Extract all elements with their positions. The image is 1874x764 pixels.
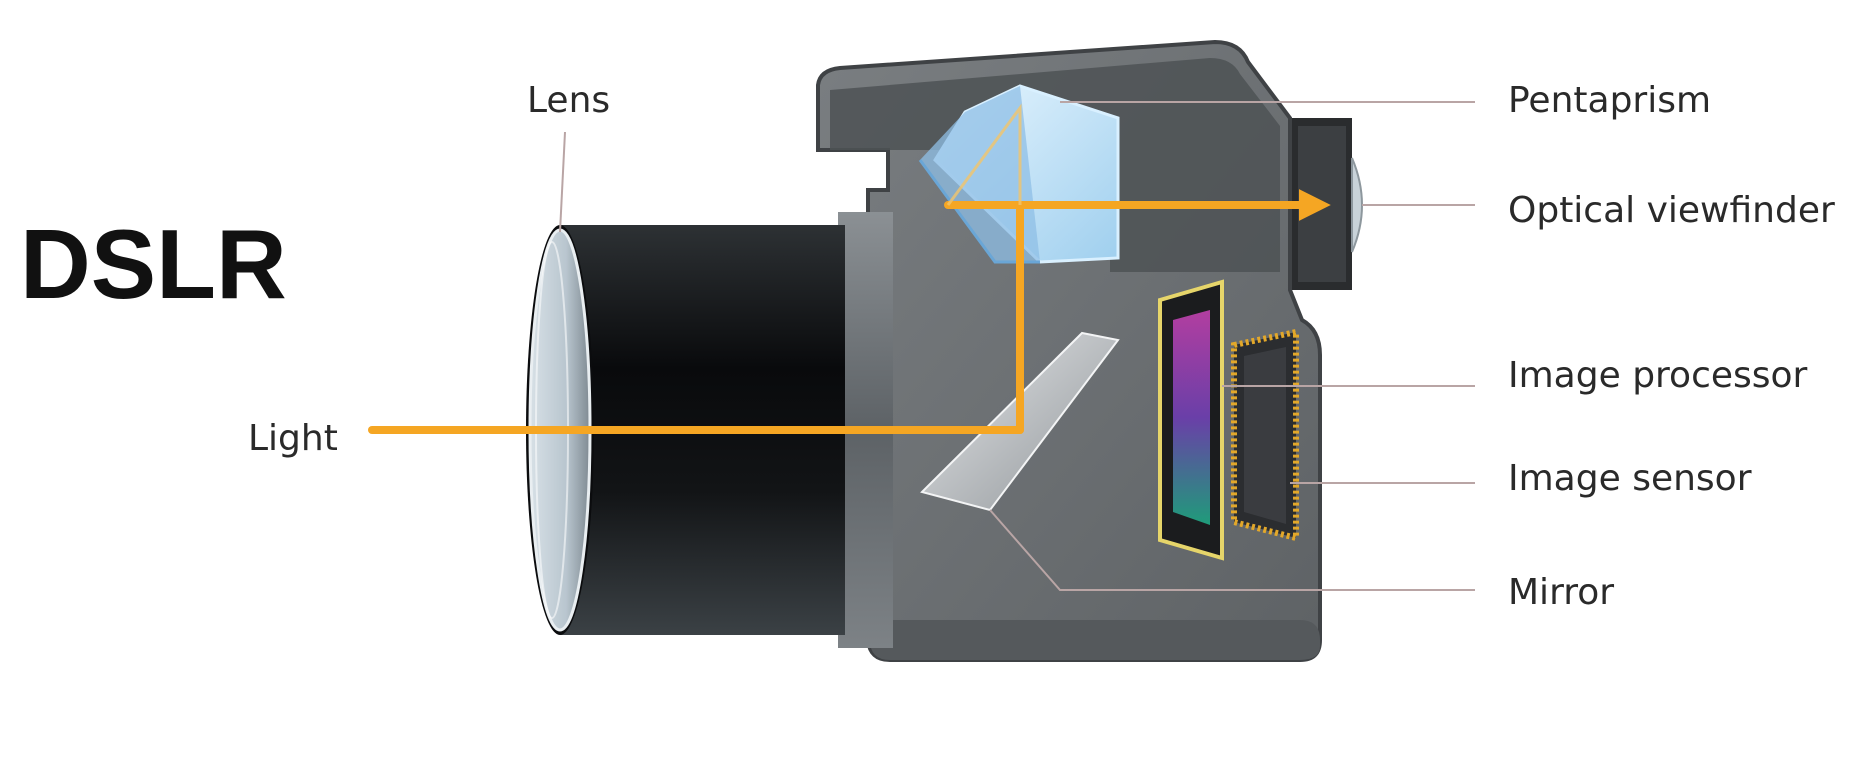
leader-mirror <box>989 509 1475 591</box>
light-path <box>368 189 1331 434</box>
pentaprism <box>918 84 1120 264</box>
label-image-sensor: Image sensor <box>1508 458 1752 499</box>
viewfinder-eyepiece <box>1351 157 1363 253</box>
leader-lines <box>559 101 1475 591</box>
image-processor <box>1231 328 1299 542</box>
label-optical-viewfinder: Optical viewfinder <box>1508 190 1835 231</box>
label-mirror: Mirror <box>1508 572 1614 613</box>
label-pentaprism: Pentaprism <box>1508 80 1711 121</box>
light-path-thin <box>946 103 1022 206</box>
image-sensor <box>1158 279 1224 561</box>
leader-lens <box>559 131 566 233</box>
label-lens: Lens <box>527 80 610 121</box>
label-light: Light <box>248 418 338 459</box>
label-image-processor: Image processor <box>1508 355 1808 396</box>
diagram-title: DSLR <box>20 209 287 319</box>
